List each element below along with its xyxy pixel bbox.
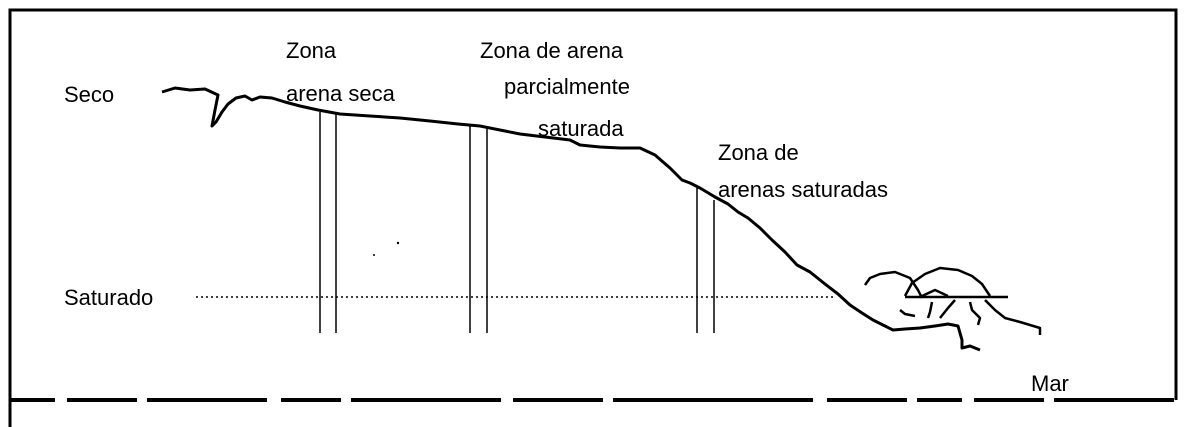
frame-border	[8, 8, 1178, 427]
label-zona-saturadas-line1: Zona de	[718, 140, 799, 165]
wave-backwash	[984, 299, 1042, 335]
wave-crest-1	[863, 270, 924, 299]
wave-crest-3	[921, 288, 949, 298]
zone-dividers	[319, 112, 715, 333]
wave-crest-2	[903, 266, 992, 297]
speck-mark-2	[373, 254, 375, 256]
wave-spray-2	[939, 299, 956, 319]
wave-spray-3	[968, 301, 982, 326]
label-mar: Mar	[1031, 371, 1069, 396]
label-zona-arena-seca-line1: Zona	[286, 38, 337, 63]
label-seco: Seco	[64, 82, 114, 107]
speck-mark	[396, 241, 400, 245]
label-zona-parcial-line3: saturada	[538, 116, 624, 141]
label-zona-parcial-line1: Zona de arena	[480, 38, 624, 63]
wave-spray-1	[926, 301, 934, 319]
label-zona-arena-seca-line2: arena seca	[286, 81, 396, 106]
beach-profile-line	[161, 86, 981, 352]
label-zona-saturadas-line2: arenas saturadas	[718, 177, 888, 202]
wave-foam	[899, 309, 916, 318]
label-saturado: Saturado	[64, 285, 153, 310]
sea-waves	[863, 266, 1042, 335]
label-zona-parcial-line2: parcialmente	[504, 74, 630, 99]
